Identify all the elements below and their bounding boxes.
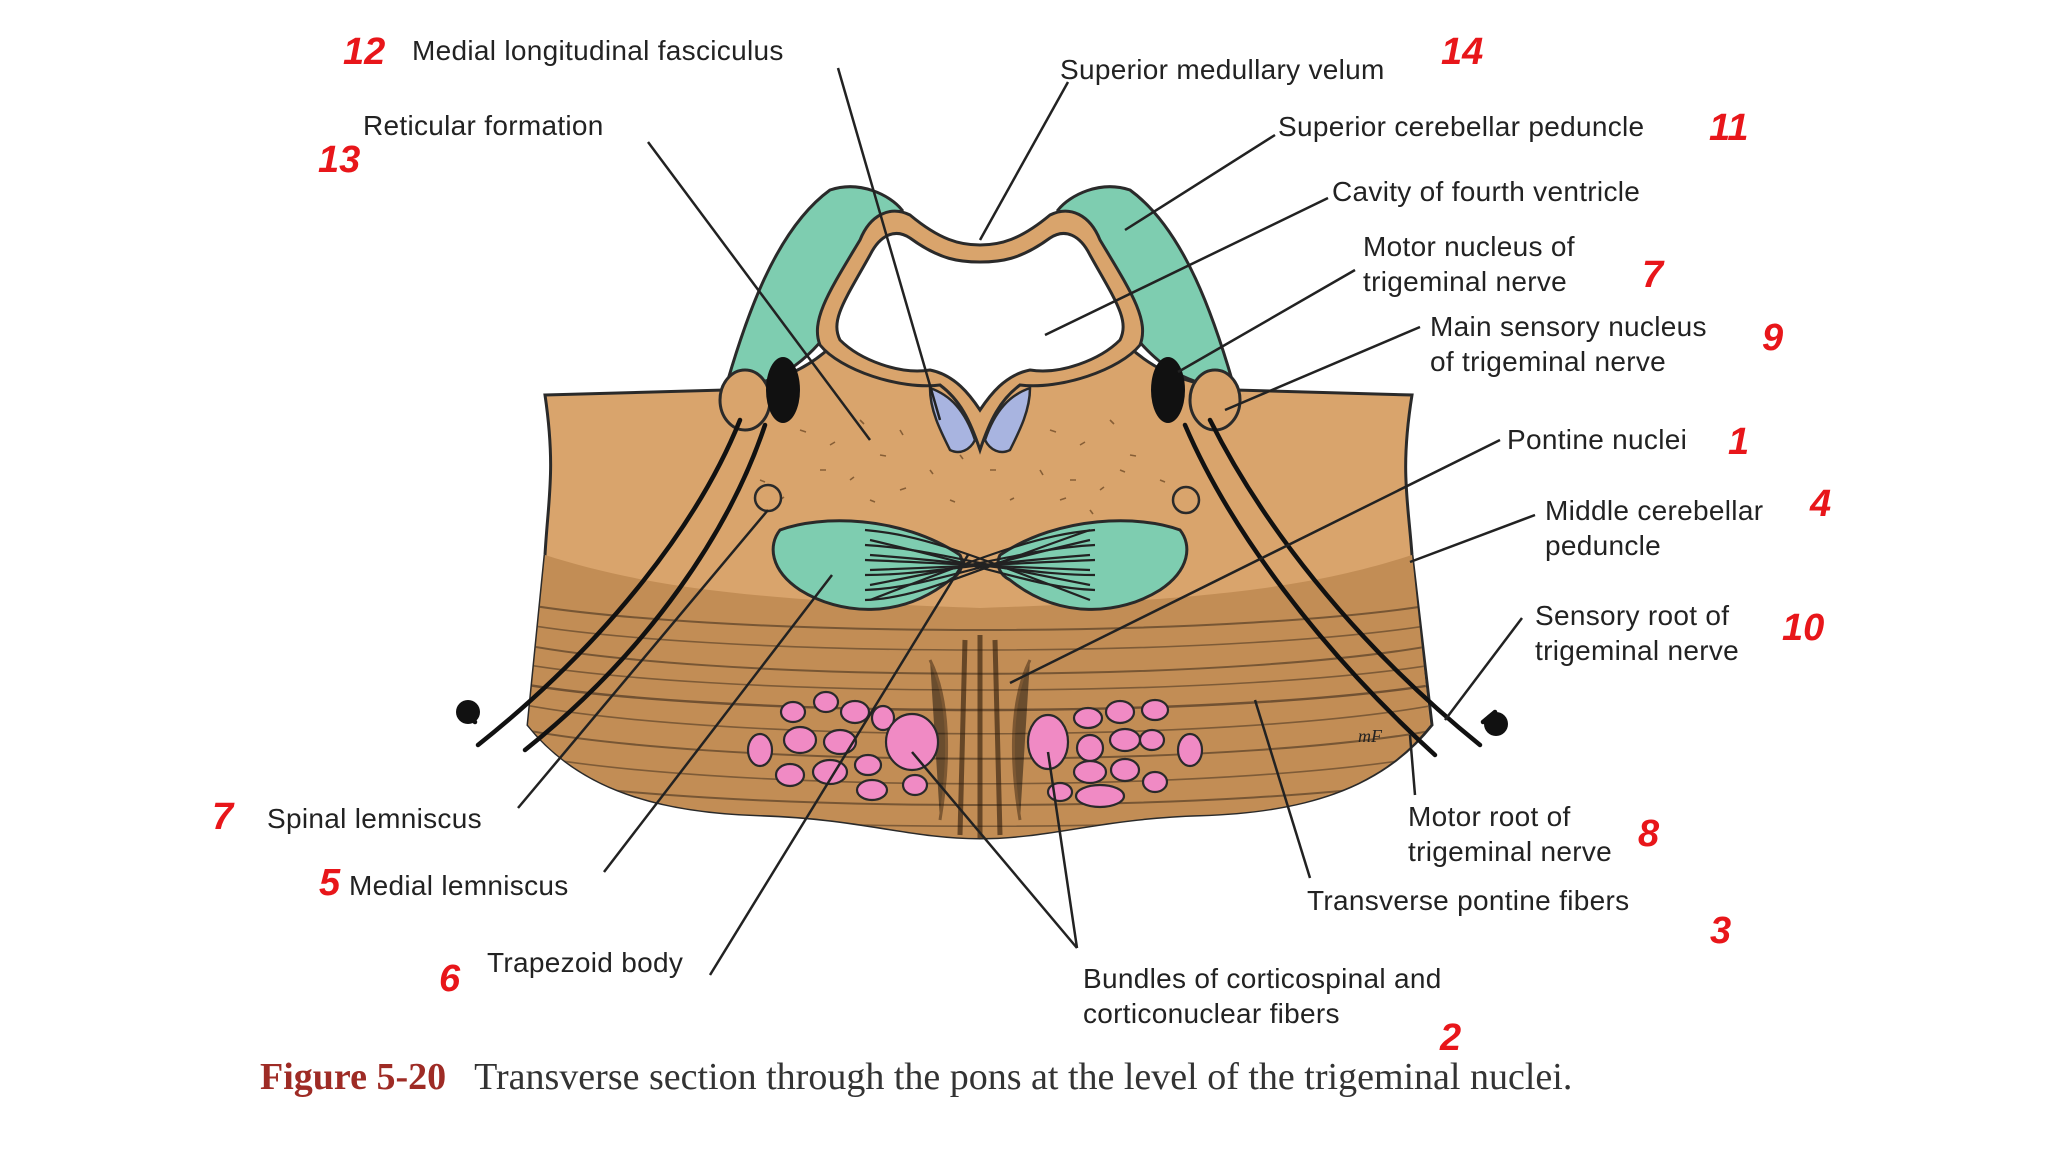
label-spinal-lemniscus: Spinal lemniscus (267, 803, 482, 834)
trapezoid-body (864, 528, 1096, 602)
label-cavity-of-fourth-ventricle: Cavity of fourth ventricle (1332, 176, 1641, 207)
medial-lemniscus-right (996, 519, 1189, 611)
label-pontine-nuclei: Pontine nuclei (1507, 424, 1688, 455)
figure-caption: Figure 5-20 Transverse section through th… (260, 1055, 1820, 1099)
label-middle-cerebellar-peduncle: Middle cerebellar peduncle (1545, 495, 1764, 561)
number-tpf: 3 (1710, 910, 1732, 952)
number-bcc: 2 (1440, 1017, 1462, 1059)
label-bundles-of-corticospinal-fibers: Bundles of corticospinal and corticonucl… (1083, 963, 1442, 1029)
number-sl: 7 (212, 796, 234, 838)
motor-nucleus-right (1151, 357, 1185, 423)
number-scp: 11 (1709, 107, 1749, 149)
figure-number: Figure 5-20 (260, 1056, 447, 1098)
number-pn: 1 (1728, 421, 1750, 463)
motor-nucleus-left (766, 357, 800, 423)
label-medial-longitudinal-fasciculus: Medial longitudinal fasciculus (412, 35, 784, 66)
corticospinal-bundles (746, 690, 1204, 809)
mlf-right (983, 386, 1032, 454)
superior-cerebellar-peduncle-right (1055, 185, 1238, 392)
spinal-lemniscus-right (1171, 485, 1201, 515)
label-motor-root-of-trigeminal-nerve: Motor root of trigeminal nerve (1408, 801, 1612, 867)
figure-caption-text: Transverse section through the pons at t… (474, 1056, 1573, 1098)
number-rf: 13 (318, 139, 361, 181)
label-main-sensory-nucleus: Main sensory nucleus of trigeminal nerve (1430, 311, 1707, 377)
label-reticular-formation: Reticular formation (363, 110, 604, 141)
number-tb: 6 (439, 958, 461, 1000)
number-mrtn: 8 (1638, 813, 1660, 855)
superior-cerebellar-peduncle-left (722, 185, 905, 392)
artist-mark: mF (1358, 726, 1383, 746)
nerve-root-end-right (1484, 712, 1508, 736)
label-superior-medullary-velum: Superior medullary velum (1060, 54, 1385, 85)
mlf-left (928, 386, 977, 454)
number-srtn: 10 (1782, 607, 1825, 649)
label-transverse-pontine-fibers: Transverse pontine fibers (1307, 885, 1630, 916)
main-sensory-nucleus-right (1188, 368, 1242, 432)
number-smv: 14 (1441, 31, 1484, 73)
number-ml: 5 (319, 862, 341, 904)
label-trapezoid-body: Trapezoid body (487, 947, 684, 978)
nerve-root-end-left (456, 700, 480, 724)
main-sensory-nucleus-left (718, 368, 772, 432)
number-mlf: 12 (343, 31, 386, 73)
number-mntn: 7 (1642, 254, 1664, 296)
number-msn: 9 (1762, 317, 1784, 359)
label-motor-nucleus-of-trigeminal-nerve: Motor nucleus of trigeminal nerve (1363, 231, 1575, 297)
label-medial-lemniscus: Medial lemniscus (349, 870, 569, 901)
leader-lines (517, 67, 1536, 976)
spinal-lemniscus-left (753, 483, 783, 513)
label-sensory-root-of-trigeminal-nerve: Sensory root of trigeminal nerve (1535, 600, 1739, 666)
fourth-ventricle-cavity (835, 232, 1125, 413)
label-superior-cerebellar-peduncle: Superior cerebellar peduncle (1278, 111, 1645, 142)
number-mcp: 4 (1810, 483, 1832, 525)
